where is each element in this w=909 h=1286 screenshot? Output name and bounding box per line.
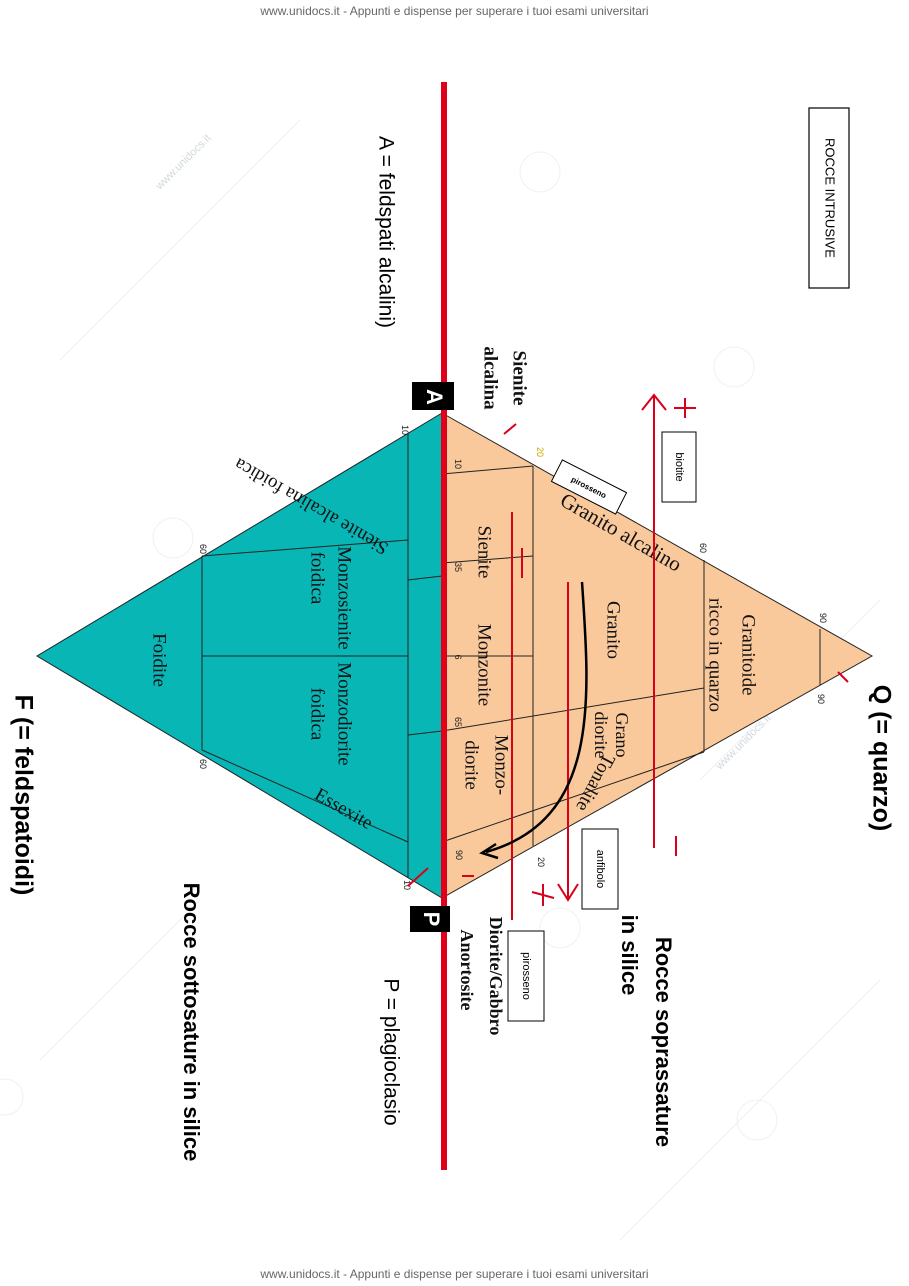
apex-a-label: A [422,389,447,405]
field-granitoide-1: Granitoide [738,614,759,695]
box-biotite [661,431,697,503]
tick-q-90-b: 90 [816,694,826,704]
upper-group-line-1: Rocce soprassature [651,937,676,1147]
field-boundaries [201,433,821,878]
watermark-logo-icon [539,907,581,949]
field-sienite: Sienite [474,526,495,579]
field-monzosienite-foidica-2: foidica [307,552,328,605]
field-diorite-gabbro: Diorite/Gabbro [486,917,506,1036]
mineral-sequence-arrow-head [479,842,499,860]
plus-bottom-mark: + [540,903,541,905]
watermark-logo-icon [519,151,561,193]
field-foidite: Foidite [149,633,170,687]
tick-60-top: 60 [698,543,708,553]
field-monzonite: Monzonite [474,624,495,706]
upper-group-line-2: in silice [617,915,642,996]
footer-watermark: www.unidocs.it - Appunti e dispense per … [260,1267,649,1281]
box-anfibolo-text: anfibolo [594,850,606,889]
apex-p-badge [410,906,450,932]
title-box [808,107,850,289]
tick-35: 35 [453,562,463,572]
watermark-logo-icon [736,1099,778,1141]
tick-10-lower-right: 10 [402,880,412,890]
silica-arrow-head [641,393,667,411]
field-monzodiorite-2: diorite [461,740,482,790]
minus-bottom-mark: - [474,881,475,883]
label-q-quartz: Q (= quarzo) [867,685,895,832]
mineral-sequence-arrow [485,581,588,854]
field-monzosienite-foidica-1: Monzosienite [334,546,355,649]
field-sienite-alcalina-1: Sienite [509,351,530,406]
box-biotite-text: biotite [673,452,685,481]
watermark-logo-icon [152,517,194,559]
plus-top-mark: + [700,413,701,415]
field-granodiorite-1: Grano [612,713,632,758]
tick-10-lower-left: 10 [400,425,410,435]
tick-20-top: 20 [535,447,545,457]
tick-65: 65 [453,717,463,727]
label-f-feldspathoids: F (= feldspatoidi) [9,695,37,896]
field-monzodiorite-foidica-2: foidica [307,688,328,741]
tick-60-lower-left: 60 [198,544,208,554]
apex-a-badge [412,382,454,410]
minus-top-mark: - [700,849,701,851]
field-granitoide-2: ricco in quarzo [705,598,726,712]
box-pirosseno-bottom-text: pirosseno [520,952,532,1000]
watermark-logo-icon [0,1078,24,1116]
tick-20-bottom: 20 [536,857,546,867]
field-granito: Granito [603,601,624,659]
field-monzodiorite-1: Monzo- [491,735,512,795]
field-granodiorite-2: diorite [591,712,611,759]
field-anortosite: Anortosite [457,930,477,1011]
tick-60-lower-right: 60 [198,759,208,769]
tick-10-inner: 10 [453,459,463,469]
tick-labels: 90 90 20 60 20 10 35 6 65 90 10 60 60 10 [198,425,828,890]
field-monzodiorite-foidica-1: Monzodiorite [334,662,355,765]
tick-6: 6 [453,654,463,659]
watermark-layer [0,119,881,1241]
lower-group-label: Rocce sottosature in silice [179,883,204,1162]
header-watermark: www.unidocs.it - Appunti e dispense per … [260,4,649,18]
field-sienite-alcalina-2: alcalina [480,346,501,410]
tick-90: 90 [454,850,464,860]
box-pirosseno-bottom [507,930,545,1022]
apex-p-label: P [419,912,444,927]
watermark-logo-icon [713,346,755,388]
label-p-plagioclase: P = plagioclasio [379,978,402,1125]
label-a-alkali-feldspar: A = feldspati alcalini) [374,136,397,328]
watermark-text: www.unidocs.it [153,132,214,193]
box-anfibolo [581,828,619,910]
red-annotations [407,393,849,920]
tick-q-90-a: 90 [818,613,828,623]
title-box-text: ROCCE INTRUSIVE [823,138,838,258]
